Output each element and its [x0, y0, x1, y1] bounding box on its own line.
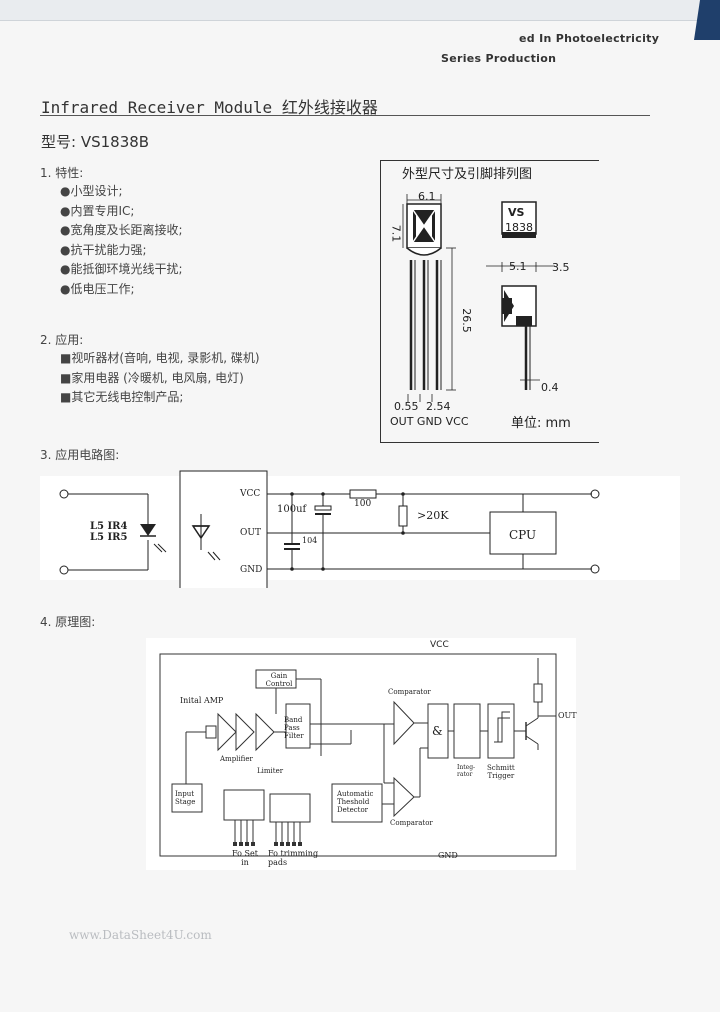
watermark: www.DataSheet4U.com — [69, 928, 212, 942]
applications-list: ■视听器材(音响, 电视, 录影机, 碟机) ■家用电器 (冷暖机, 电风扇, … — [60, 349, 260, 408]
dimensions-panel — [380, 160, 599, 443]
top-banner — [0, 0, 720, 21]
block-diagram — [146, 638, 576, 870]
pin-order: OUT GND VCC — [390, 415, 469, 428]
pin-out-label: OUT — [240, 528, 261, 538]
resistor-pullup-label: >20K — [417, 509, 449, 522]
dim-lead-thickness: 0.4 — [541, 381, 559, 394]
bd-initial-amp: Inital AMP — [180, 696, 224, 705]
dim-pitch: 2.54 — [426, 400, 451, 413]
title-divider — [40, 115, 650, 116]
application-circuit-diagram — [40, 470, 680, 588]
company-line-1: ed In Photoelectricity — [519, 32, 660, 45]
list-item: ●低电压工作; — [60, 281, 135, 296]
list-item: ■视听器材(音响, 电视, 录影机, 碟机) — [60, 351, 260, 365]
bd-and-gate: & — [432, 724, 443, 738]
dim-lead-length: 26.5 — [459, 308, 473, 333]
cpu-label: CPU — [509, 528, 537, 542]
features-heading: 1. 特性: — [40, 166, 84, 180]
bd-out: OUT — [558, 711, 577, 720]
bd-comparator-top: Comparator — [388, 688, 431, 696]
cap-ceramic-label: 104 — [302, 536, 318, 545]
cap-electrolytic-label: 100uf — [277, 504, 307, 515]
list-item: ●内置专用IC; — [60, 203, 135, 218]
dim-lead-width: 0.55 — [394, 400, 419, 413]
dim-side-depth: 3.5 — [552, 261, 570, 274]
model-number: 型号: VS1838B — [41, 133, 150, 151]
list-item: ■家用电器 (冷暖机, 电风扇, 电灯) — [60, 370, 244, 385]
dim-height: 7.1 — [389, 224, 403, 243]
features-list: ●小型设计; ●内置专用IC; ●宽角度及长距离接收; ●抗干扰能力强; ●能抵… — [60, 182, 183, 300]
input-label-1: L5 IR4 — [90, 521, 128, 532]
dim-width: 6.1 — [418, 190, 436, 203]
marking-top: VS — [508, 206, 525, 219]
list-item: ●能抵御环境光线干扰; — [60, 262, 183, 277]
list-item: ●宽角度及长距离接收; — [60, 223, 183, 238]
bd-integrator: Integ-rator — [457, 764, 476, 778]
package-drawing — [402, 194, 555, 402]
bd-vcc: VCC — [430, 640, 449, 650]
dim-side-width: 5.1 — [509, 260, 527, 273]
bd-amplifier: Amplifier — [220, 755, 253, 763]
resistor-series-label: 100 — [354, 499, 372, 509]
marking-bottom: 1838 — [505, 221, 533, 234]
list-item: ■其它无线电控制产品; — [60, 390, 184, 404]
input-label-2: L5 IR5 — [90, 532, 128, 543]
company-line-2: Series Production — [441, 52, 557, 65]
dimensions-heading: 外型尺寸及引脚排列图 — [402, 167, 533, 182]
pin-gnd-label: GND — [240, 565, 263, 575]
block-diagram-heading: 4. 原理图: — [40, 615, 96, 629]
pin-vcc-label: VCC — [240, 489, 261, 499]
unit-label: 单位: mm — [511, 416, 571, 431]
document-title: Infrared Receiver Module 红外线接收器 — [41, 98, 378, 117]
bd-limiter: Limiter — [257, 767, 284, 775]
applications-heading: 2. 应用: — [40, 333, 84, 347]
brand-corner-mark — [694, 0, 720, 40]
list-item: ●小型设计; — [60, 184, 123, 198]
bd-gnd: GND — [438, 851, 458, 860]
app-circuit-heading: 3. 应用电路图: — [40, 448, 120, 462]
bd-comparator-bottom: Comparator — [390, 819, 433, 827]
list-item: ●抗干扰能力强; — [60, 242, 147, 257]
